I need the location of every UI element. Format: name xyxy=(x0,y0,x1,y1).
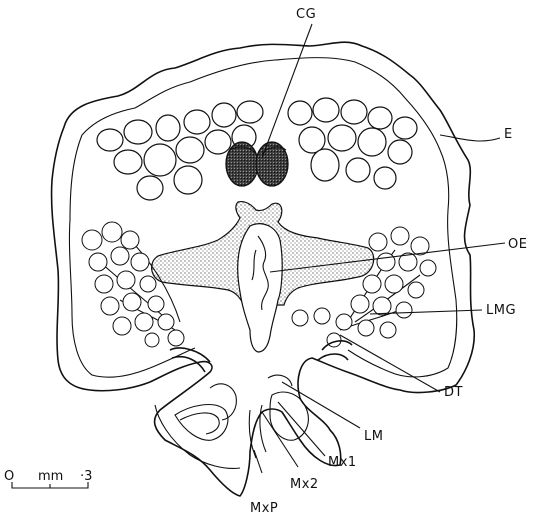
gland-cluster-left xyxy=(82,222,184,347)
scale-bar: O mm ·3 xyxy=(4,469,92,488)
label-cg: CG xyxy=(296,7,316,22)
cerebral-ganglion xyxy=(226,142,288,186)
scale-end: ·3 xyxy=(80,469,92,484)
label-dt: DT xyxy=(444,385,463,400)
label-lm: LM xyxy=(364,429,383,444)
oesophagus xyxy=(238,224,282,352)
fat-cells-right xyxy=(288,98,417,189)
scale-start: O xyxy=(4,469,14,484)
label-lmg: LMG xyxy=(486,303,516,318)
label-oe: OE xyxy=(508,237,527,252)
scale-unit: mm xyxy=(38,469,63,484)
label-mxp: MxP xyxy=(250,501,278,516)
label-e: E xyxy=(504,127,513,142)
label-mx1: Mx1 xyxy=(328,455,357,470)
label-mx2: Mx2 xyxy=(290,477,319,492)
